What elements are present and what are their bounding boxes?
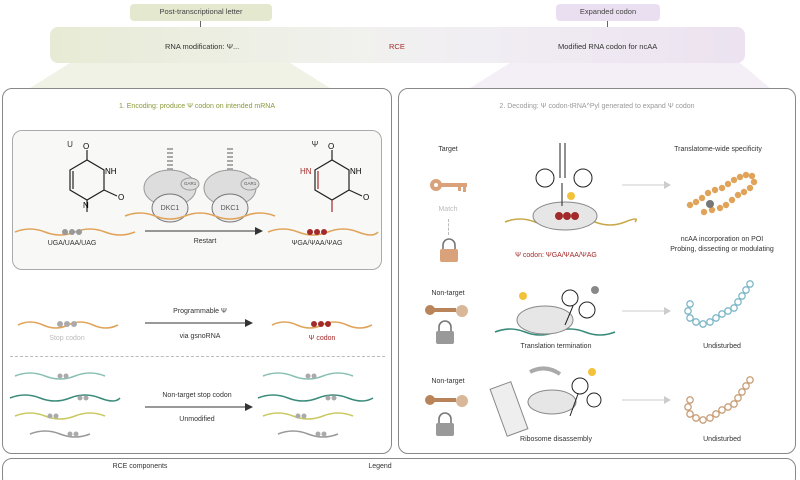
programmable-label: Programmable Ψ [173, 308, 227, 315]
encoding-title: 1. Encoding: produce Ψ codon on intended… [118, 103, 276, 110]
encoding-mechanism-box [12, 130, 382, 270]
gar1-label-a: GAR1 [184, 181, 197, 186]
keys-icon-2 [425, 395, 468, 407]
tag-connector-right [607, 21, 608, 27]
bar-center-text: RCE [389, 42, 405, 51]
lock-icon-2 [436, 412, 454, 436]
non-target-strands-left [9, 372, 121, 438]
decoding-title: 2. Decoding: Ψ codon-tRNA^Pyl generated … [499, 103, 695, 110]
trna-ribosome-target [504, 143, 638, 231]
bar-right-text: Modified RNA codon for ncAA [558, 42, 658, 51]
key-icon [430, 179, 467, 192]
svg-text:HN: HN [300, 167, 312, 176]
stop-mrna-strand [14, 228, 136, 236]
stop-codon-label: Stop codon [49, 335, 85, 342]
restart-label: Restart [193, 238, 217, 245]
post-transcriptional-tag: Post-transcriptional letter [130, 4, 272, 21]
rce-components-label: RCE components [112, 463, 168, 470]
disassembly-complex [489, 366, 602, 437]
lock-icon-target [440, 238, 458, 262]
translation-termination-label: Translation termination [520, 343, 592, 350]
svg-text:O: O [328, 142, 334, 151]
blue-peptide [684, 280, 754, 328]
bar-left-text: RNA modification: Ψ... [165, 42, 240, 51]
ncaa-line2: Probing, dissecting or modulating [670, 246, 774, 253]
dkc1-label-b: DKC1 [220, 205, 240, 212]
svg-text:NH: NH [350, 167, 362, 176]
pseudouridine-structure: O NH O HN [300, 142, 369, 212]
dashed-divider [10, 356, 385, 357]
non-target-label-2: Non-target [431, 378, 465, 385]
decoding-panel [398, 88, 796, 454]
svg-text:O: O [363, 193, 369, 202]
non-target-strands-right [257, 372, 374, 438]
psi-codon-strand [271, 321, 373, 329]
keys-icon-1 [425, 305, 468, 317]
orange-peptide [686, 171, 758, 216]
unmodified-label: Unmodified [179, 416, 215, 423]
lock-icon-1 [436, 320, 454, 344]
dkc1-complex-b [203, 148, 260, 223]
stop-codon-strand [17, 321, 119, 329]
legend-label: Legend [368, 463, 392, 470]
match-dash [448, 219, 449, 235]
svg-text:NH: NH [105, 167, 117, 176]
match-label: Match [438, 206, 458, 213]
termination-complex [494, 286, 616, 336]
non-target-label-1: Non-target [431, 290, 465, 297]
bottom-panel [2, 458, 796, 480]
ncaa-line1: ncAA incorporation on POI [680, 236, 764, 243]
gar1-label-b: GAR1 [244, 181, 257, 186]
arrow-row3 [622, 396, 671, 404]
non-target-stop-label: Non-target stop codon [162, 392, 232, 399]
psi-codon-line: Ψ codon: ΨGA/ΨAA/ΨAG [515, 252, 597, 259]
translatome-label: Translatome-wide specificity [674, 146, 762, 153]
tag-connector-left [200, 21, 201, 27]
restart-arrow [145, 227, 263, 235]
programmable-arrow [145, 319, 253, 327]
uridine-structure: O NH O N [69, 142, 124, 212]
via-gsnorna-label: via gsnoRNA [179, 333, 221, 340]
psi-codons-label: ΨGA/ΨAA/ΨAG [291, 240, 343, 247]
dkc1-mrna [124, 212, 276, 220]
undisturbed-label-1: Undisturbed [703, 343, 741, 350]
undisturbed-label-2: Undisturbed [703, 436, 741, 443]
uridine-label: U [67, 140, 73, 149]
header-bar [50, 27, 745, 63]
dkc1-label-a: DKC1 [160, 205, 180, 212]
psi-mrna-strand [267, 228, 379, 236]
tan-peptide [684, 376, 754, 424]
pseudouridine-label: Ψ [311, 140, 319, 149]
stop-codons-label: UGA/UAA/UAG [47, 240, 97, 247]
arrow-row2 [622, 307, 671, 315]
svg-text:N: N [83, 201, 89, 210]
expanded-codon-tag: Expanded codon [556, 4, 660, 21]
arrow-row1 [622, 181, 671, 189]
target-label: Target [438, 146, 458, 153]
svg-text:O: O [118, 193, 124, 202]
svg-text:O: O [83, 142, 89, 151]
psi-codon-label: Ψ codon [308, 335, 336, 342]
dkc1-complex-a [143, 148, 200, 223]
unmodified-arrow [145, 403, 253, 411]
ribosome-disassembly-label: Ribosome disassembly [520, 436, 592, 443]
